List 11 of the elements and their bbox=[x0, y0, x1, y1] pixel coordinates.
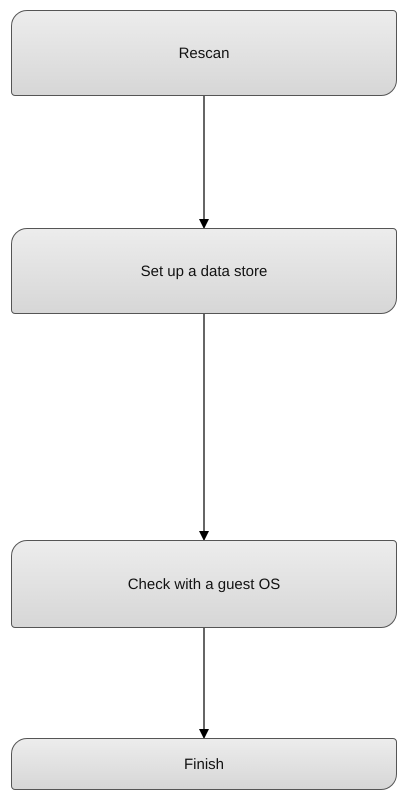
step-label: Check with a guest OS bbox=[128, 576, 280, 592]
process-box bbox=[11, 540, 397, 628]
step-label: Set up a data store bbox=[140, 262, 268, 280]
arrow bbox=[199, 96, 209, 229]
step-label: Finish bbox=[184, 756, 224, 772]
process-box bbox=[11, 10, 397, 96]
step-label: Rescan bbox=[178, 44, 230, 62]
process-box bbox=[11, 738, 397, 790]
process-box bbox=[11, 228, 397, 314]
arrow bbox=[199, 628, 209, 739]
arrow bbox=[199, 314, 209, 541]
